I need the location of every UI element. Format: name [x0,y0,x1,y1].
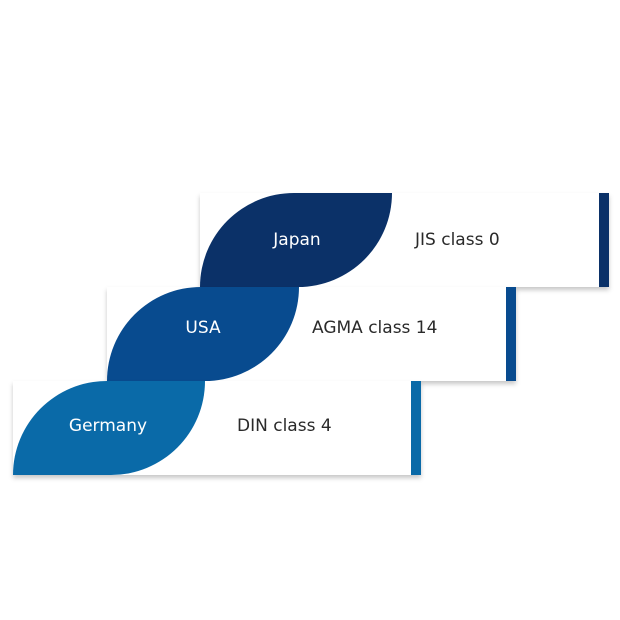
row-usa: USA AGMA class 14 [107,287,516,381]
country-label-japan: Japan [272,230,320,250]
accent-bar-usa [506,287,516,381]
class-label-usa: AGMA class 14 [312,318,437,338]
row-japan: Japan JIS class 0 [200,193,609,287]
leaf-shape-germany [13,381,205,475]
accent-bar-japan [599,193,609,287]
row-germany: Germany DIN class 4 [13,381,421,475]
class-label-germany: DIN class 4 [237,416,332,436]
leaf-shape-japan [200,193,392,287]
class-label-japan: JIS class 0 [414,230,500,250]
country-label-germany: Germany [69,416,147,436]
accent-bar-germany [411,381,421,475]
country-label-usa: USA [185,318,221,338]
leaf-shape-usa [107,287,299,381]
